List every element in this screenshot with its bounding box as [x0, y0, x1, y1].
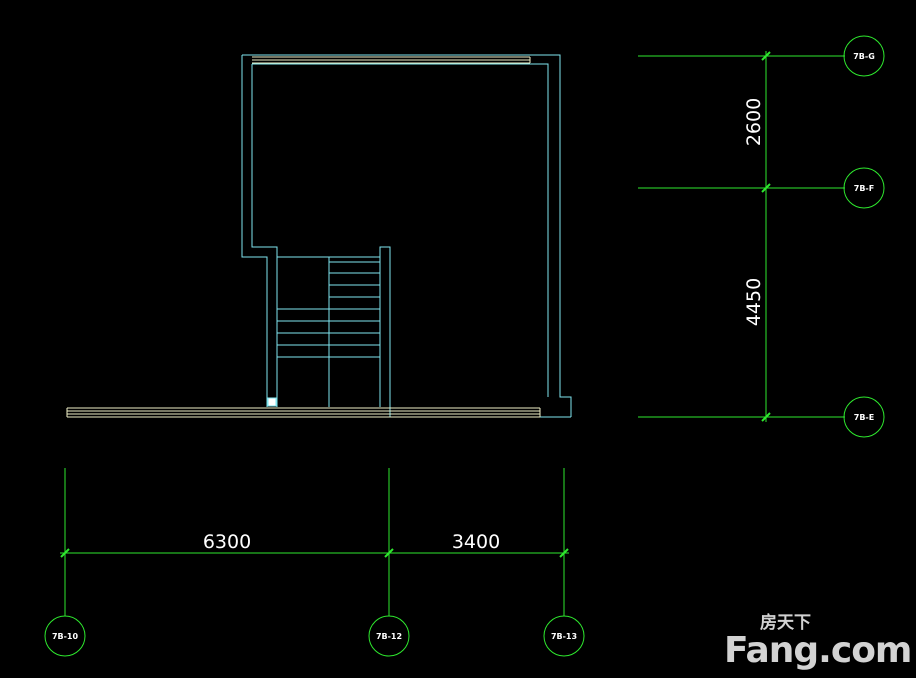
axis-bubble-7b-13: [543, 615, 585, 657]
dimension-value-4450: 4450: [743, 278, 765, 326]
dimension-tick: [559, 548, 569, 558]
axis-label-7b-g: 7B-G: [853, 52, 875, 61]
axis-label-7b-13: 7B-13: [551, 632, 577, 641]
watermark-english-text: Fang.com: [724, 630, 911, 671]
axis-label-7b-10: 7B-10: [52, 632, 79, 641]
dimension-value-2600: 2600: [743, 98, 765, 146]
axis-bubble-7b-12: [368, 615, 410, 657]
axis-bubble-7b-e: [843, 396, 885, 438]
outer-wall-line: [242, 54, 572, 417]
axis-label-7b-12: 7B-12: [376, 632, 402, 641]
dimension-tick: [761, 51, 771, 61]
floor-slabs: [66, 56, 541, 418]
axis-bubble-7b-10: [44, 615, 86, 657]
axis-bubble-7b-g: [843, 35, 885, 77]
dimension-tick: [761, 183, 771, 193]
inner-wall-line: [252, 63, 549, 397]
dimension-value-3400: 3400: [452, 531, 500, 553]
dimension-tick: [60, 548, 70, 558]
axis-label-7b-e: 7B-E: [854, 413, 874, 422]
stair-column-outer: [379, 246, 391, 417]
building-outline: [241, 54, 572, 418]
column-marker: [267, 397, 277, 407]
axis-label-7b-f: 7B-F: [854, 184, 874, 193]
inner-wall-left-line: [251, 64, 278, 407]
horizontal-dimension-chain: [44, 468, 585, 657]
dimension-tick: [384, 548, 394, 558]
axis-bubble-7b-f: [843, 167, 885, 209]
dimension-value-6300: 6300: [203, 531, 251, 553]
watermark-logo: 房天下 Fang.com: [724, 612, 912, 671]
vertical-dimension-chain: [638, 35, 885, 438]
watermark-chinese-text: 房天下: [760, 612, 811, 633]
dimension-tick: [761, 412, 771, 422]
outer-wall-left-line: [241, 55, 268, 407]
